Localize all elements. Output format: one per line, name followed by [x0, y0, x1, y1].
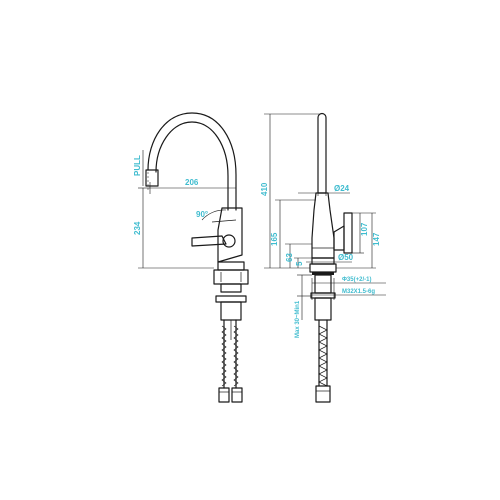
left-base-nut: [213, 269, 249, 285]
left-body: [217, 207, 243, 263]
label-angle: 90°: [196, 210, 208, 219]
left-handle-arc-ref: [211, 219, 237, 223]
label-base-5: 5: [295, 261, 304, 266]
right-handle-connector: [333, 225, 345, 251]
label-base-63: 63: [285, 253, 294, 262]
right-base: [311, 257, 335, 265]
right-hose: [318, 319, 328, 387]
right-base-ring: [312, 272, 334, 275]
right-washer: [310, 292, 336, 299]
label-thread-1: Φ35(+2/-1): [342, 277, 371, 283]
dimension-labels: PULL 206 234 90° 410 165 Ø24 107 147 Ø50…: [133, 155, 381, 338]
left-shank: [220, 283, 242, 293]
left-view: [138, 112, 249, 403]
label-thread-2: M32X1.5-6g: [342, 289, 375, 295]
right-shank: [314, 274, 332, 294]
left-spout-outer: [147, 112, 237, 211]
angle-arc: [201, 209, 227, 221]
right-clamp: [314, 297, 332, 321]
label-max-counter: Max 30~Min1: [295, 300, 301, 338]
left-clamp: [220, 301, 242, 321]
label-pull: PULL: [133, 155, 142, 176]
left-hose-1-braid: [221, 325, 227, 387]
label-base-50: Ø50: [338, 253, 354, 262]
label-handle-107: 107: [360, 222, 369, 236]
left-hose-end-1: [218, 387, 230, 403]
right-view: [264, 112, 386, 403]
left-hose-2-braid: [233, 325, 239, 387]
left-hose-end-2: [231, 387, 243, 403]
right-handle: [343, 212, 353, 254]
right-hose-braid: [318, 325, 328, 387]
label-reach: 206: [185, 178, 199, 187]
label-body-165: 165: [270, 232, 279, 246]
left-spout-inner: [155, 121, 229, 211]
right-base-nut: [309, 263, 337, 273]
label-height-234: 234: [133, 221, 142, 235]
right-spout: [317, 112, 327, 194]
left-washer: [215, 295, 247, 303]
left-handle: [191, 235, 227, 247]
left-handle-pivot: [222, 234, 236, 248]
label-spout-24: Ø24: [334, 184, 350, 193]
left-spout-tip: [145, 169, 159, 187]
label-total-410: 410: [260, 182, 269, 196]
left-base: [217, 261, 245, 271]
label-handle-147: 147: [372, 232, 381, 246]
right-hose-end: [315, 385, 331, 403]
